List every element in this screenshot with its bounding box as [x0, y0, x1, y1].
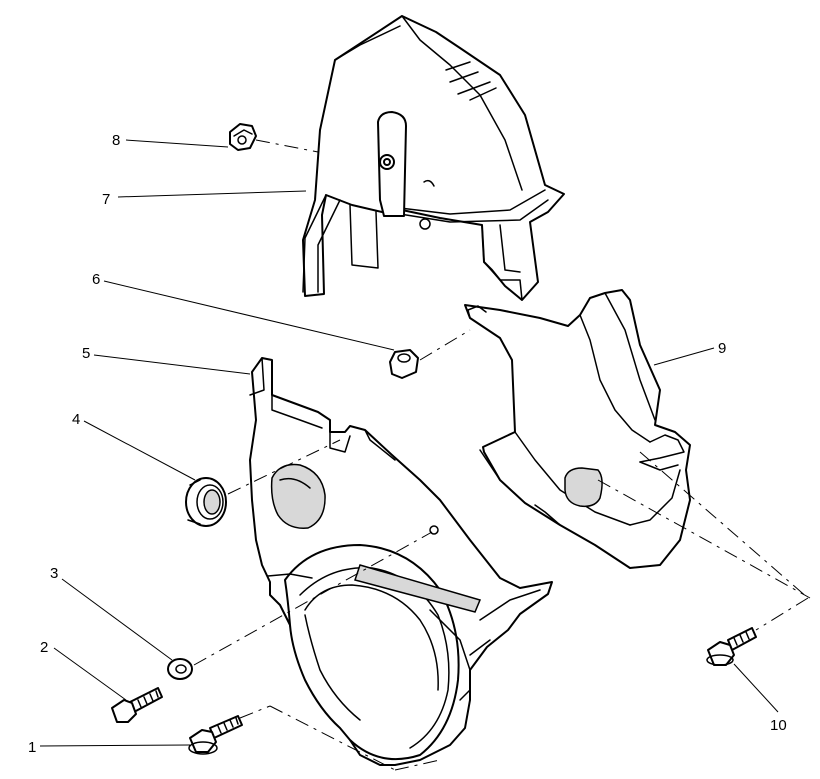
leader-lines	[39, 139, 779, 747]
callout-5: 5	[82, 345, 90, 362]
oil-seal-4	[185, 477, 227, 527]
rear-timing-cover	[464, 289, 691, 569]
callout-2: 2	[40, 639, 48, 656]
bolt-10	[706, 627, 757, 666]
upper-timing-cover	[302, 15, 565, 301]
callout-10: 10	[770, 717, 787, 734]
lower-timing-cover	[249, 357, 553, 766]
callout-7: 7	[102, 191, 110, 208]
callout-8: 8	[112, 132, 120, 149]
bolt-2	[111, 687, 163, 723]
nut-6	[389, 349, 419, 379]
callout-labels: 1 2 3 4 5 6 7 8 9 10	[28, 132, 787, 756]
callout-9: 9	[718, 340, 726, 357]
washer-3	[167, 658, 193, 680]
callout-4: 4	[72, 411, 80, 428]
callout-1: 1	[28, 739, 36, 756]
bolt-1	[188, 715, 243, 755]
flange-nut-8	[229, 123, 257, 151]
callout-3: 3	[50, 565, 58, 582]
assembly-lines	[193, 139, 811, 771]
callout-6: 6	[92, 271, 100, 288]
